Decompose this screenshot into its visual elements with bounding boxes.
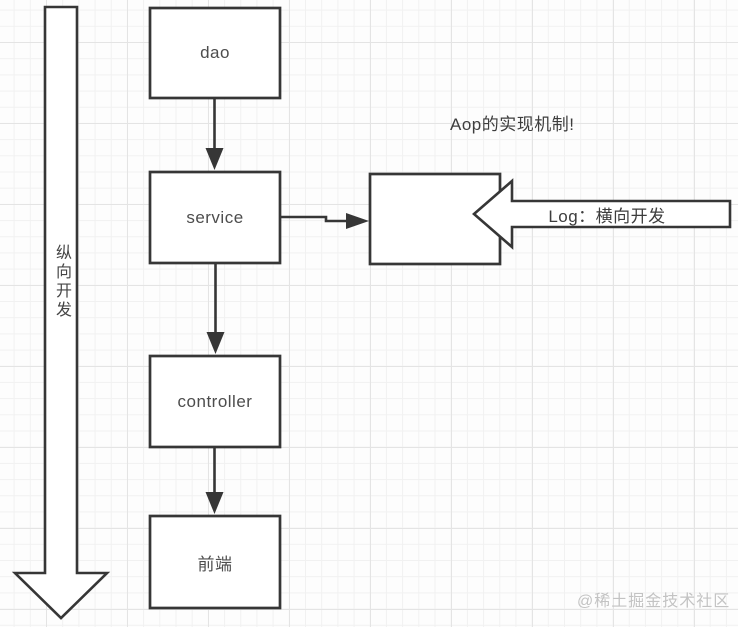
frontend-box (148, 514, 282, 610)
arrow-service-to-controller (206, 263, 225, 354)
arrow-service-to-aop-box (280, 213, 369, 229)
service-box (148, 170, 282, 265)
arrow-controller-to-frontend (205, 447, 224, 514)
controller-box (148, 354, 282, 449)
arrow-dao-to-service (205, 98, 224, 170)
vertical-development-arrow (11, 5, 111, 620)
horizontal-development-arrow (472, 178, 732, 250)
dao-box (148, 6, 282, 100)
